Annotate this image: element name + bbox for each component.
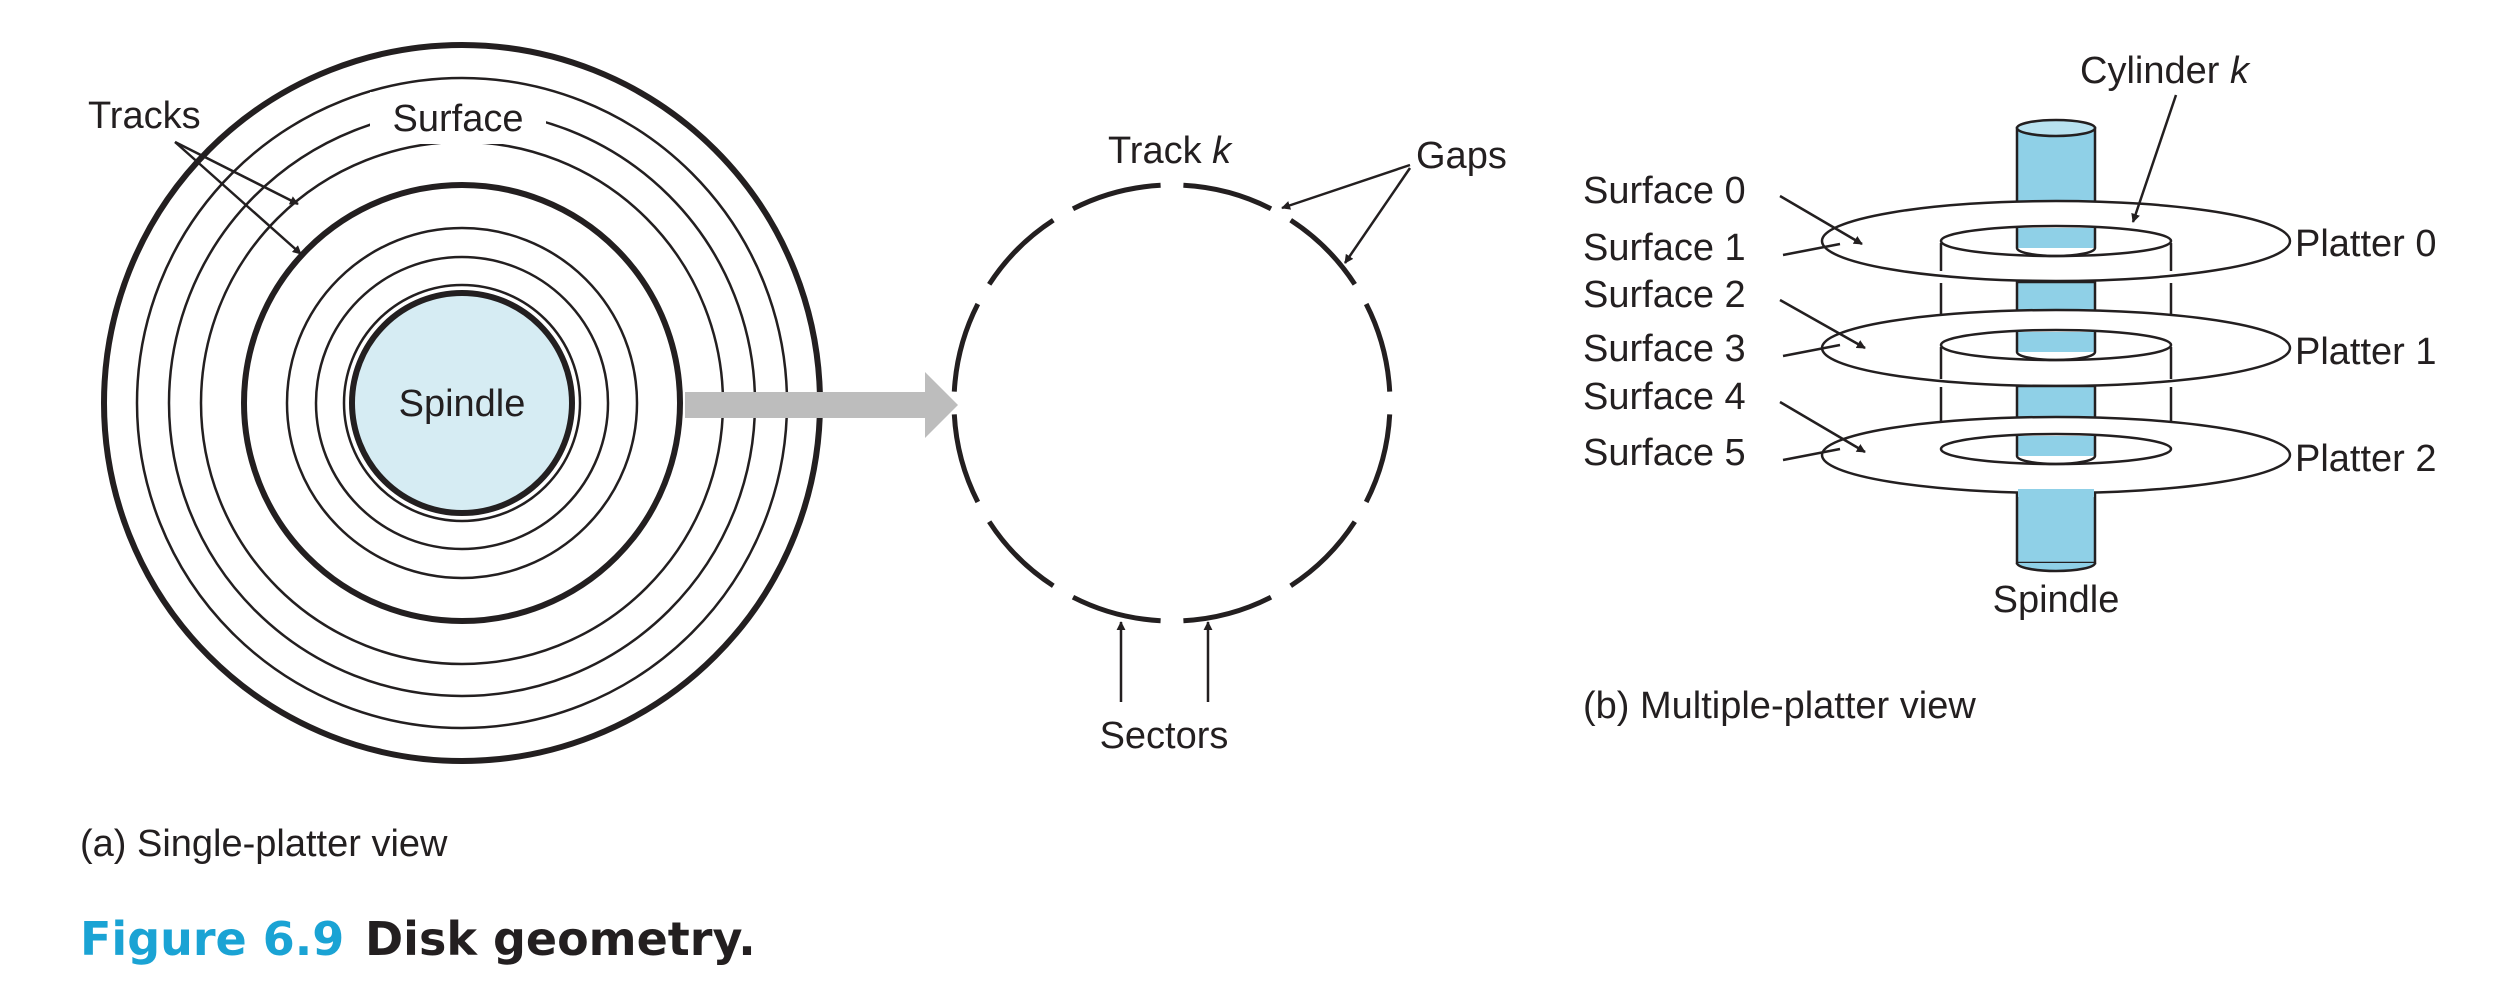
cylinder-k-label: Cylinder k [2080, 50, 2251, 92]
single-platter-diagram: Spindle Surface Tracks [88, 42, 958, 764]
surface-1-label: Surface 1 [1583, 227, 1746, 269]
spindle-segment [2015, 491, 2097, 565]
figure-title: Disk geometry. [365, 912, 756, 966]
track-k-label: Track k [1108, 130, 1233, 172]
spindle-through-platter-1 [2017, 332, 2095, 352]
track-ring [314, 255, 610, 551]
track-k-sector-arcs [951, 182, 1393, 624]
surface-label-bg [370, 92, 546, 144]
caption-b: (b) Multiple-platter view [1583, 685, 1976, 727]
spindle-base-arc [2015, 351, 2097, 362]
cylinder-k-prefix: Cylinder [2080, 50, 2230, 92]
caption-a: (a) Single-platter view [80, 823, 448, 865]
track-ring [342, 283, 582, 523]
gap-arrow [1281, 163, 1411, 210]
cylinder-k-variable: k [2230, 50, 2251, 92]
multi-platter-diagram: Cylinder k Surface 0 Surface 1 Surface 2… [1583, 50, 2437, 621]
spindle-hub [349, 290, 575, 516]
platter-2-label: Platter 2 [2295, 438, 2437, 480]
surface-3-label: Surface 3 [1583, 328, 1746, 370]
spindle-base-arc [2015, 455, 2097, 466]
track-k-diagram: Track k Gaps Sectors [951, 130, 1507, 757]
surface-2-arrow [1779, 298, 1866, 350]
surface-1-pointer [1782, 242, 1841, 257]
surface-2-label: Surface 2 [1583, 274, 1746, 316]
track-ring [285, 226, 639, 580]
gap-arrow [1343, 167, 1412, 264]
surface-5-pointer [1782, 447, 1841, 462]
track-k-prefix: Track [1108, 130, 1212, 172]
spindle-label: Spindle [399, 383, 526, 425]
tracks-arrow [174, 141, 302, 255]
gaps-label: Gaps [1416, 135, 1507, 177]
expand-arrow [685, 372, 958, 438]
surface-4-label: Surface 4 [1583, 376, 1746, 418]
surface-5-label: Surface 5 [1583, 432, 1746, 474]
platter-1-label: Platter 1 [2295, 331, 2437, 373]
surface-3-pointer [1782, 343, 1841, 358]
surface-4-arrow [1779, 400, 1866, 454]
surface-0-label: Surface 0 [1583, 170, 1746, 212]
surface-0-arrow [1779, 194, 1863, 246]
spindle-bottom-arc [2015, 562, 2097, 573]
spindle-bottom-patch [2018, 489, 2094, 497]
platter-0-label: Platter 0 [2295, 223, 2437, 265]
sectors-label: Sectors [1100, 715, 1229, 757]
spindle-label-b: Spindle [1993, 579, 2120, 621]
spindle-through-platter-2 [2017, 436, 2095, 456]
track-k-variable: k [1212, 130, 1233, 172]
figure-number: Figure 6.9 [80, 912, 344, 966]
tracks-label: Tracks [88, 95, 201, 137]
surface-label: Surface [393, 98, 524, 140]
track-k-ring [241, 182, 683, 624]
spindle-top-cap [2015, 118, 2097, 138]
tracks-arrow [174, 140, 299, 206]
spindle-through-platter-0 [2017, 228, 2095, 248]
cylinder-arrow [2131, 94, 2178, 223]
spindle-base-arc [2015, 247, 2097, 258]
